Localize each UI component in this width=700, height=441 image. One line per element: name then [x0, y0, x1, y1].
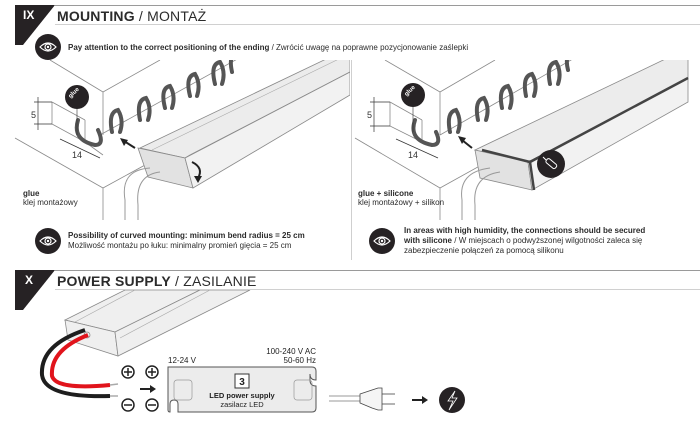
plus-sign-icon — [121, 365, 159, 379]
title-sep: / — [134, 8, 148, 24]
red-wire — [49, 333, 111, 389]
mounting-figure-silicone: 5 14 glue — [354, 60, 689, 220]
bend-radius-note: Possibility of curved mounting: minimum … — [68, 231, 305, 251]
section-number: X — [25, 273, 34, 287]
minus-sign-icon — [121, 398, 159, 412]
arrow-right-icon — [412, 396, 428, 404]
psu-label-pl: zasilacz LED — [220, 400, 264, 409]
title-sep: / — [170, 273, 184, 289]
header-top-rule — [55, 270, 700, 271]
mounting-figure-glue: 5 14 glue — [14, 60, 350, 220]
note-pl: W miejscach o podwyższonej wilgotności z… — [404, 236, 643, 255]
title-pl: ZASILANIE — [183, 273, 257, 289]
power-supply-figure: 3 LED power supply zasilacz LED 12-24 V … — [39, 290, 465, 413]
silicone-tube-icon — [537, 150, 565, 178]
section-badge — [15, 270, 55, 310]
title-en: POWER SUPPLY — [57, 273, 171, 289]
led-power-supply — [167, 366, 317, 413]
section-x-header: X POWER SUPPLY / ZASILANIE — [15, 270, 700, 310]
caption-en: glue + silicone — [358, 189, 414, 198]
dim-height: 5 — [31, 110, 36, 120]
black-wire — [39, 328, 111, 399]
caption-glue: glue klej montażowy — [23, 189, 78, 207]
header-bottom-rule — [55, 24, 700, 25]
eye-icon — [35, 228, 61, 254]
caption-glue-silicone: glue + silicone klej montażowy + silikon — [358, 189, 444, 207]
dim-height: 5 — [367, 110, 372, 120]
caption-en: glue — [23, 189, 40, 198]
input-frequency: 50-60 Hz — [284, 356, 316, 365]
output-voltage: 12-24 V — [168, 356, 197, 365]
column-divider — [351, 60, 352, 260]
notice-sep: / — [269, 43, 277, 52]
header-bottom-rule — [55, 289, 700, 290]
psu-label-en: LED power supply — [209, 391, 275, 400]
section-number: IX — [23, 8, 35, 22]
notice-pl: Zwrócić uwagę na poprawne pozycjonowanie… — [276, 43, 469, 52]
glue-bottle-icon — [401, 83, 425, 107]
humidity-note: In areas with high humidity, the connect… — [404, 226, 654, 256]
psu-index: 3 — [239, 377, 245, 388]
section-badge — [15, 5, 55, 45]
caption-pl: klej montażowy — [23, 198, 78, 207]
section-title: MOUNTING / MONTAŻ — [57, 8, 206, 24]
note-pl: Możliwość montażu po łuku: minimalny pro… — [68, 241, 292, 250]
note-sep: / — [452, 236, 459, 245]
title-en: MOUNTING — [57, 8, 135, 24]
power-plug-icon — [359, 387, 395, 411]
eye-icon — [369, 228, 395, 254]
header-top-rule — [55, 5, 700, 6]
caption-pl: klej montażowy + silikon — [358, 198, 445, 207]
dim-width: 14 — [408, 150, 418, 160]
lightning-icon — [439, 387, 465, 413]
input-voltage: 100-240 V AC — [266, 347, 316, 356]
eye-icon — [35, 34, 61, 60]
section-title: POWER SUPPLY / ZASILANIE — [57, 273, 257, 289]
dim-width: 14 — [72, 150, 82, 160]
note-en: Possibility of curved mounting: minimum … — [68, 231, 305, 240]
glue-bottle-icon — [65, 85, 89, 109]
positioning-notice: Pay attention to the correct positioning… — [68, 43, 468, 53]
note-en: In areas with high humidity, the connect… — [404, 226, 646, 245]
section-ix-header: IX MOUNTING / MONTAŻ — [15, 5, 700, 45]
notice-en: Pay attention to the correct positioning… — [68, 43, 270, 52]
arrow-right-icon — [140, 385, 156, 393]
title-pl: MONTAŻ — [147, 8, 207, 24]
